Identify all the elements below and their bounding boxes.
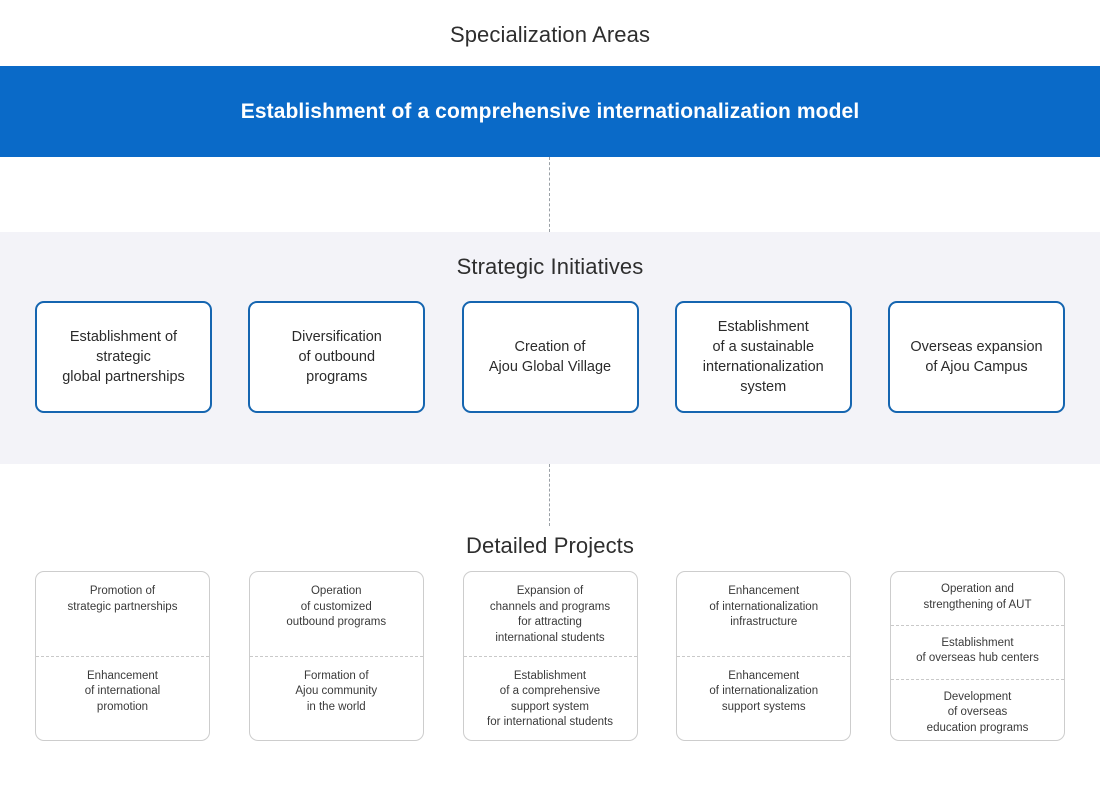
detailed-project-item[interactable]: Operation of customized outbound program…: [250, 572, 423, 656]
connector-line-bottom: [549, 464, 550, 526]
detailed-project-label: Development of overseas education progra…: [926, 690, 1029, 734]
connector-line-top: [549, 157, 550, 232]
specialization-banner: Establishment of a comprehensive interna…: [0, 66, 1100, 157]
strategic-initiative-box-1[interactable]: Establishment of strategic global partne…: [35, 301, 212, 413]
detailed-project-item[interactable]: Enhancement of internationalization infr…: [677, 572, 850, 656]
detailed-project-item[interactable]: Expansion of channels and programs for a…: [464, 572, 637, 656]
detailed-project-label: Enhancement of international promotion: [84, 669, 161, 713]
strategic-initiatives-heading: Strategic Initiatives: [456, 254, 644, 279]
detailed-project-box-4[interactable]: Enhancement of internationalization infr…: [676, 571, 852, 741]
detailed-project-item[interactable]: Development of overseas education progra…: [891, 678, 1064, 741]
strategic-initiative-label: Diversification of outbound programs: [291, 329, 382, 385]
detailed-project-label: Establishment of overseas hub centers: [916, 636, 1039, 665]
detailed-project-item[interactable]: Establishment of a comprehensive support…: [463, 655, 637, 741]
detailed-project-item[interactable]: Promotion of strategic partnerships: [36, 572, 209, 656]
detailed-project-label: Enhancement of internationalization infr…: [709, 585, 819, 628]
detailed-project-label: Operation and strengthening of AUT: [923, 583, 1032, 611]
detailed-project-box-5[interactable]: Operation and strengthening of AUT Estab…: [890, 571, 1065, 741]
detailed-project-label: Operation of customized outbound program…: [286, 585, 387, 628]
detailed-project-box-2[interactable]: Operation of customized outbound program…: [248, 571, 424, 741]
specialization-banner-text: Establishment of a comprehensive interna…: [240, 99, 860, 123]
detailed-project-box-3[interactable]: Expansion of channels and programs for a…: [462, 571, 638, 741]
detailed-project-box-1[interactable]: Promotion of strategic partnerships Enha…: [35, 571, 210, 741]
detailed-project-label: Enhancement of internationalization supp…: [709, 669, 819, 713]
detailed-projects-row: Promotion of strategic partnerships Enha…: [35, 571, 1065, 741]
specialization-areas-heading: Specialization Areas: [449, 22, 651, 47]
strategic-initiative-label: Establishment of strategic global partne…: [62, 329, 185, 385]
detailed-projects-heading: Detailed Projects: [466, 533, 634, 558]
detailed-project-label: Establishment of a comprehensive support…: [487, 669, 613, 729]
strategic-initiative-box-3[interactable]: Creation of Ajou Global Village: [461, 301, 639, 413]
strategic-initiatives-row: Establishment of strategic global partne…: [35, 301, 1065, 413]
detailed-project-label: Expansion of channels and programs for a…: [489, 585, 611, 644]
detailed-project-item[interactable]: Operation and strengthening of AUT: [891, 572, 1064, 625]
detailed-project-label: Promotion of strategic partnerships: [67, 585, 178, 613]
strategic-initiative-label: Establishment of a sustainable internati…: [702, 319, 824, 395]
strategic-initiative-box-4[interactable]: Establishment of a sustainable internati…: [674, 301, 852, 413]
detailed-project-item[interactable]: Enhancement of international promotion: [36, 655, 209, 741]
strategic-initiative-box-2[interactable]: Diversification of outbound programs: [248, 301, 426, 413]
detailed-project-item[interactable]: Formation of Ajou community in the world: [249, 655, 423, 741]
strategic-initiative-label: Creation of Ajou Global Village: [488, 339, 612, 375]
strategic-initiative-label: Overseas expansion of Ajou Campus: [910, 339, 1043, 375]
strategic-initiative-box-5[interactable]: Overseas expansion of Ajou Campus: [888, 301, 1065, 413]
detailed-project-label: Formation of Ajou community in the world: [295, 669, 378, 713]
detailed-project-item[interactable]: Enhancement of internationalization supp…: [677, 655, 851, 741]
detailed-project-item[interactable]: Establishment of overseas hub centers: [891, 624, 1064, 679]
